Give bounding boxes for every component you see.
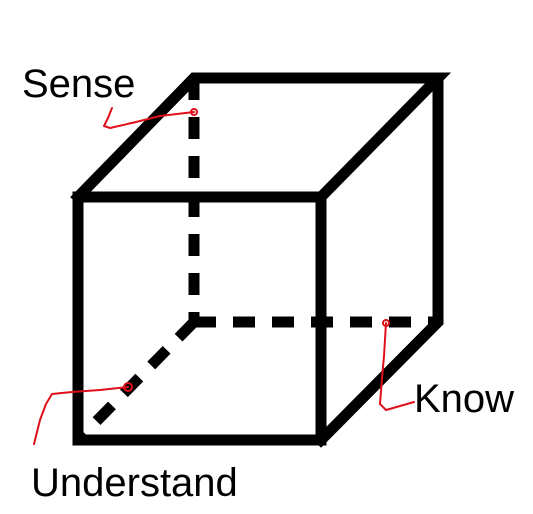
label-know: Know xyxy=(414,377,514,421)
understand-pointer xyxy=(33,386,129,445)
label-understand: Understand xyxy=(31,461,238,505)
cube-right-face xyxy=(313,72,444,448)
cube-top-face xyxy=(70,72,452,205)
cube xyxy=(70,72,452,448)
sense-pointer xyxy=(103,107,195,129)
hidden-edge-diagonal xyxy=(74,318,198,444)
annotations xyxy=(33,107,415,445)
cube-front-face xyxy=(72,191,327,446)
know-pointer-dot xyxy=(382,319,390,327)
label-sense: Sense xyxy=(22,62,135,106)
understand-pointer-dot xyxy=(123,382,133,392)
know-pointer xyxy=(379,322,415,411)
sense-pointer-dot xyxy=(190,108,198,116)
